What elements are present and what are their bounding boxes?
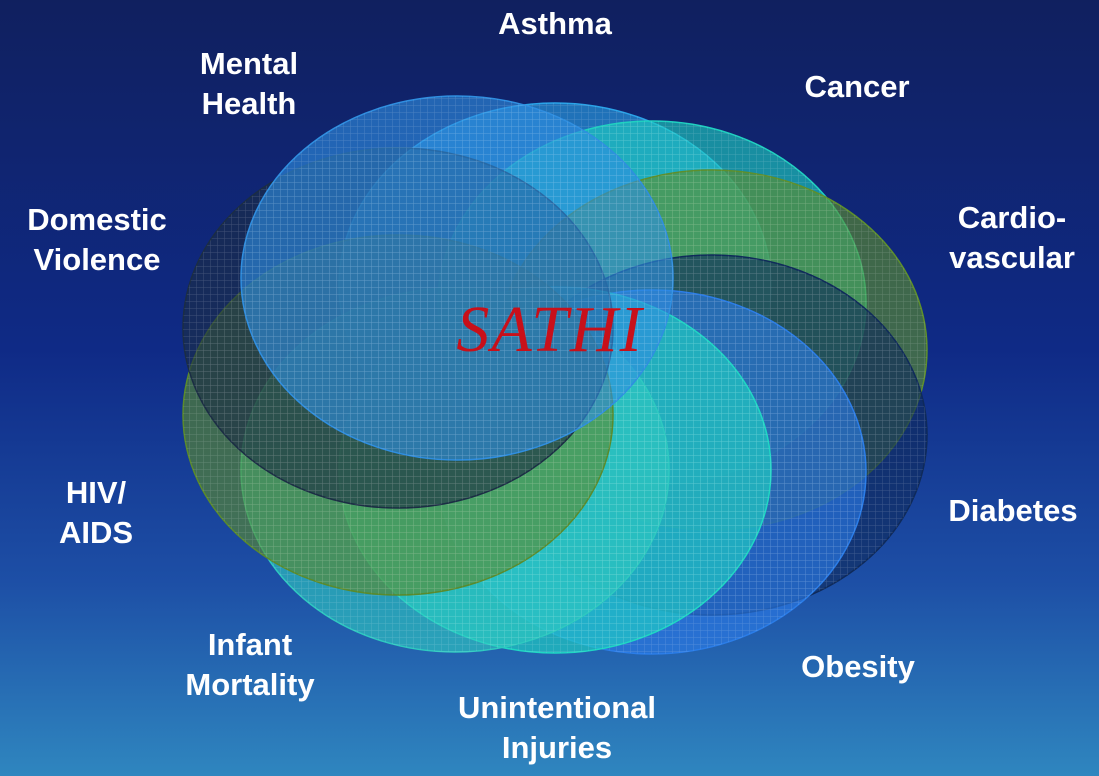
label-obesity: Obesity [801,649,915,684]
label-mental-health: Mental Health [199,46,299,121]
circle-mental-health [240,95,674,461]
label-hiv-aids: HIV/ AIDS [58,475,134,550]
label-unintentional-injuries: Unintentional Injuries [457,690,657,765]
label-infant-mortality: Infant Mortality [185,627,315,702]
label-cardiovascular: Cardio- vascular [949,200,1075,275]
center-title: SATHI [456,293,644,366]
label-cancer: Cancer [804,69,910,104]
label-domestic-violence: Domestic Violence [27,202,167,277]
label-diabetes: Diabetes [948,493,1078,528]
label-asthma: Asthma [498,6,612,41]
